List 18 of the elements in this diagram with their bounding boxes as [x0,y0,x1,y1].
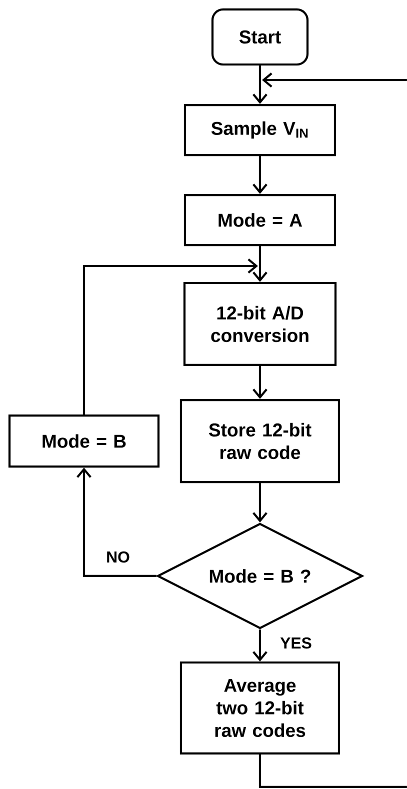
edge-label: NO [104,550,132,564]
terminal-box: Start [211,8,309,66]
process-box: Mode = B [8,414,160,468]
arrow [76,468,156,578]
process-box: Mode = A [184,194,336,246]
process-box: Store 12-bit raw code [180,398,340,484]
arrow [252,66,268,104]
arrow [262,72,407,88]
process-box: 12-bit A/D conversion [183,282,337,366]
arrow [252,156,268,194]
arrow [252,630,268,662]
process-box: Average two 12-bit raw codes [180,661,340,755]
arrow [252,366,268,399]
edge-label: YES [278,636,314,650]
arrow [82,258,258,414]
process-box: Sample V$_{IN}$ [184,104,336,156]
arrow [252,483,268,522]
arrow [252,246,268,282]
